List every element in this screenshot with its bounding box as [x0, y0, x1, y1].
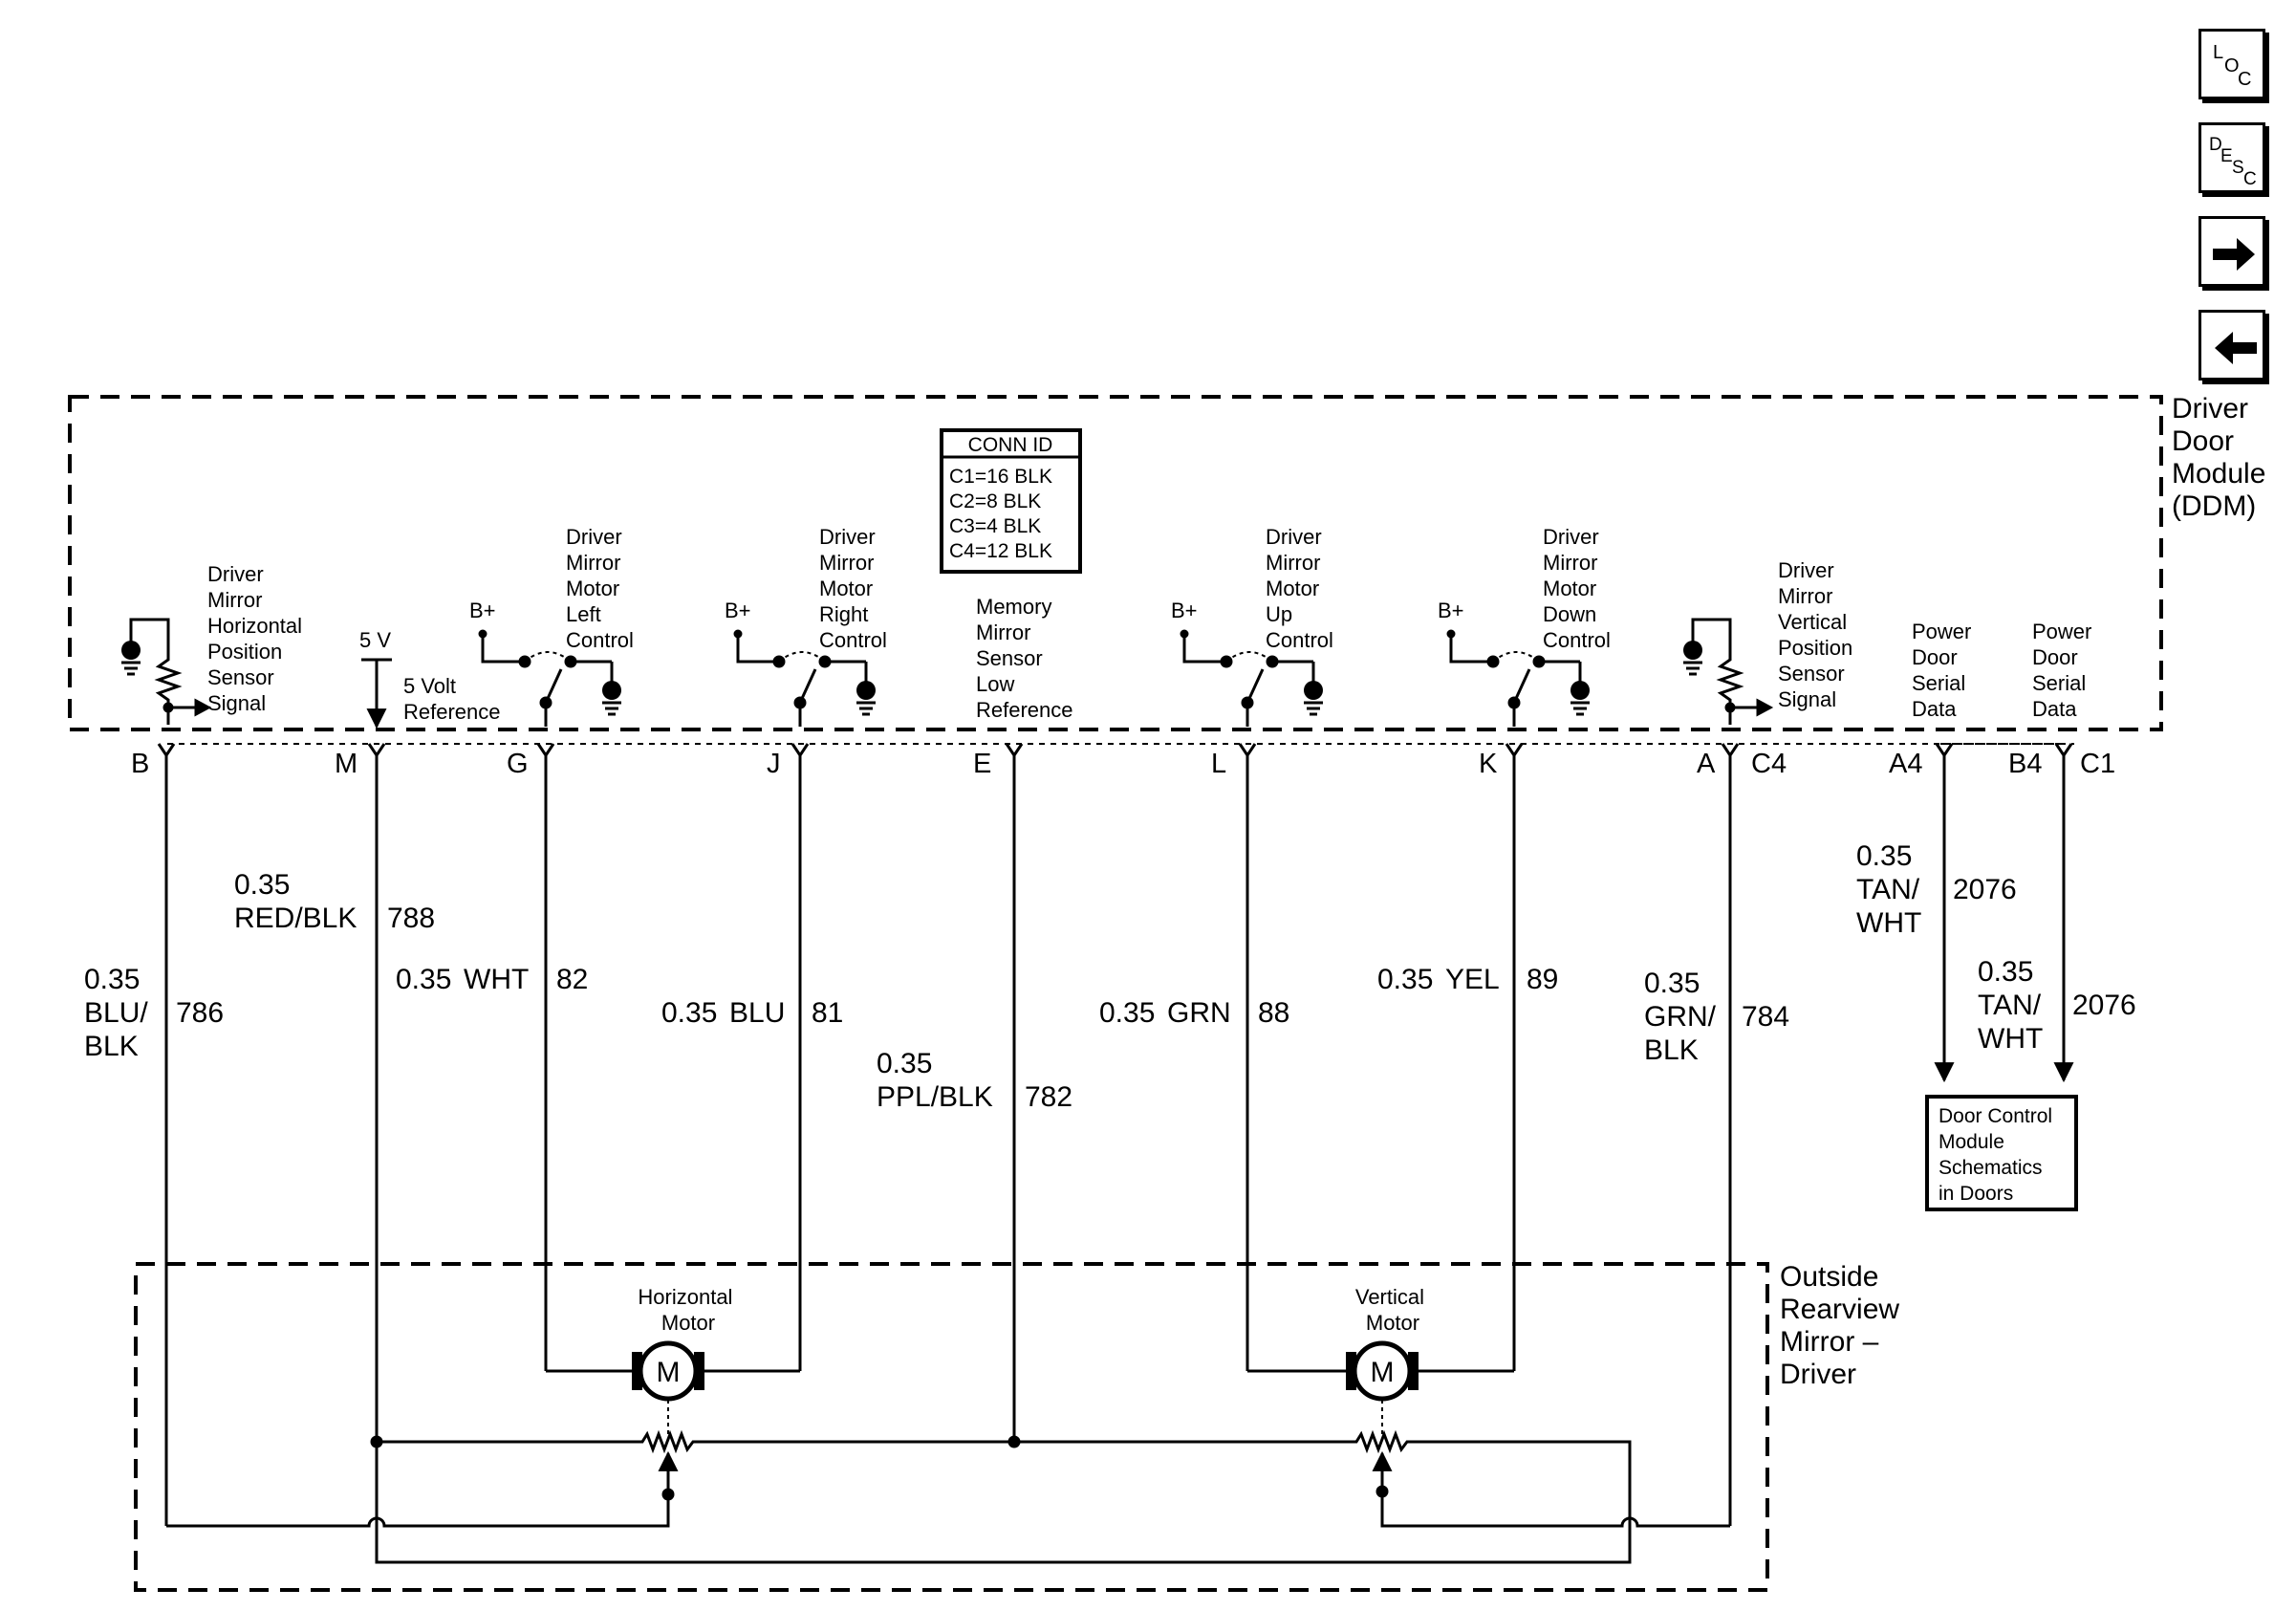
switch-up-control: B+: [1171, 599, 1323, 727]
horizontal-sensor-symbol: [121, 618, 212, 725]
pin-l: L: [1211, 749, 1226, 779]
pin-m: M: [335, 749, 357, 779]
switch-down-control: B+: [1438, 599, 1590, 727]
circuit-no-a: 784: [1742, 1001, 1789, 1033]
circuit-no-e: 782: [1025, 1081, 1072, 1113]
loc-icon: L O C: [2213, 42, 2251, 90]
wire-label-a: 0.35 GRN/ BLK: [1644, 968, 1723, 1066]
pin-j: J: [767, 749, 781, 779]
circuit-no-b4: 2076: [2072, 990, 2136, 1021]
wire-label-k: 0.35 YEL: [1377, 964, 1500, 995]
desc-g: Driver Mirror Motor Left Control: [566, 525, 634, 652]
circuit-no-m: 788: [387, 903, 435, 934]
svg-text:O: O: [2224, 55, 2240, 76]
desc-j: Driver Mirror Motor Right Control: [819, 525, 887, 652]
motor-letter-h: M: [657, 1357, 681, 1388]
svg-text:C: C: [2243, 169, 2257, 189]
pin-k: K: [1479, 749, 1498, 779]
circuit-no-k: 89: [1527, 964, 1558, 995]
pin-a: A: [1697, 749, 1716, 779]
switch-right-control: B+: [725, 599, 876, 727]
b-plus-g: B+: [469, 599, 496, 622]
desc-a: Driver Mirror Vertical Position Sensor S…: [1778, 558, 1858, 711]
wire-label-g: 0.35 WHT: [396, 964, 529, 995]
five-volt-reference-symbol: [361, 658, 392, 729]
next-page-button[interactable]: [2199, 216, 2265, 287]
b-plus-k: B+: [1438, 599, 1464, 622]
mirror-label: Outside Rearview Mirror – Driver: [1780, 1261, 1907, 1390]
conn-id-box: CONN ID C1=16 BLK C2=8 BLK C3=4 BLK C4=1…: [940, 428, 1082, 574]
arrow-right-icon: [2213, 238, 2255, 271]
connector-c4: C4: [1751, 749, 1787, 779]
desc-l: Driver Mirror Motor Up Control: [1266, 525, 1333, 652]
wire-label-j: 0.35 BLU: [661, 997, 785, 1029]
circuit-no-g: 82: [556, 964, 588, 995]
wire-label-a4: 0.35 TAN/ WHT: [1856, 840, 1927, 939]
vertical-motor-label: Vertical Motor: [1355, 1285, 1430, 1335]
ddm-boundary: [68, 395, 2163, 731]
pin-a4: A4: [1889, 749, 1922, 779]
svg-text:C: C: [2238, 69, 2251, 90]
conn-id-lines: C1=16 BLK C2=8 BLK C3=4 BLK C4=12 BLK: [949, 466, 1058, 562]
desc-e: Memory Mirror Sensor Low Reference: [976, 595, 1073, 722]
mirror-boundary: [134, 1262, 1769, 1592]
wire-label-l: 0.35 GRN: [1099, 997, 1231, 1029]
desc-k: Driver Mirror Motor Down Control: [1543, 525, 1611, 652]
circuit-no-j: 81: [812, 997, 843, 1029]
ddm-label: Driver Door Module (DDM): [2172, 393, 2274, 522]
position-sensor-network: [166, 1400, 1730, 1564]
svg-text:D: D: [2209, 135, 2222, 155]
pin-g: G: [507, 749, 529, 779]
desc-b4: Power Door Serial Data: [2032, 620, 2097, 721]
b-plus-l: B+: [1171, 599, 1198, 622]
vertical-motor: M Vertical Motor: [1247, 1285, 1514, 1402]
circuit-no-b: 786: [176, 997, 224, 1029]
loc-button[interactable]: L O C: [2199, 29, 2265, 99]
wire-label-b4: 0.35 TAN/ WHT: [1978, 956, 2048, 1055]
horizontal-motor: M Horizontal Motor: [546, 1285, 800, 1402]
pin-b4: B4: [2008, 749, 2042, 779]
svg-text:E: E: [2220, 146, 2233, 166]
desc-a4: Power Door Serial Data: [1912, 620, 1977, 721]
pin-b: B: [131, 749, 149, 779]
horizontal-motor-label: Horizontal Motor: [638, 1285, 738, 1335]
vertical-sensor-symbol: [1683, 618, 1774, 725]
desc-m: 5 Volt Reference: [403, 674, 501, 724]
five-v-label: 5 V: [359, 628, 391, 652]
desc-b: Driver Mirror Horizontal Position Sensor…: [207, 562, 308, 715]
svg-text:Door Control Module: Door Control Module Schematics in Doors: [1939, 1105, 2058, 1205]
door-control-module-ref: Door Control Module Schematics in Doors: [1925, 1095, 2078, 1211]
previous-page-button[interactable]: [2199, 310, 2265, 381]
wires: [164, 755, 2074, 1526]
conn-id-title: CONN ID: [968, 434, 1053, 456]
svg-text:L: L: [2213, 42, 2223, 63]
pin-e: E: [973, 749, 991, 779]
circuit-no-l: 88: [1258, 997, 1289, 1029]
circuit-no-a4: 2076: [1953, 874, 2017, 905]
wire-label-e: 0.35 PPL/BLK: [877, 1048, 993, 1113]
connector-c1: C1: [2080, 749, 2115, 779]
b-plus-j: B+: [725, 599, 751, 622]
motor-letter-v: M: [1371, 1357, 1395, 1388]
switch-left-control: B+: [469, 599, 621, 727]
desc-icon: D E S C: [2209, 135, 2257, 189]
wire-label-b: 0.35 BLU/ BLK: [84, 964, 156, 1062]
arrow-left-icon: [2215, 332, 2257, 364]
desc-button[interactable]: D E S C: [2199, 122, 2265, 193]
svg-text:S: S: [2232, 158, 2244, 178]
wire-label-m: 0.35 RED/BLK: [234, 869, 357, 934]
